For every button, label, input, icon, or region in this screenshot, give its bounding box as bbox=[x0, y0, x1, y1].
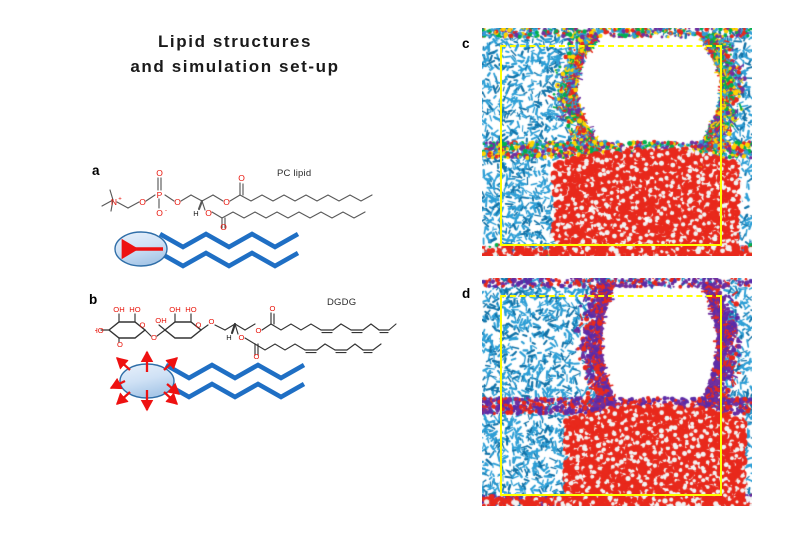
atom-label-h: H bbox=[193, 209, 198, 218]
atom-label-o-sn1-b: O bbox=[256, 326, 262, 335]
atom-label-o-ring1: O bbox=[117, 340, 123, 349]
dgdg-structure-svg: OH HO HO O O O OH HO OH O O O O O O H bbox=[95, 304, 397, 361]
radial-arrow-sw bbox=[115, 391, 131, 405]
panel-c-canvas bbox=[482, 28, 752, 256]
pc-tail-lower bbox=[158, 250, 300, 269]
atom-label-o-sn2: O bbox=[205, 208, 212, 218]
panel-c-md-snapshot bbox=[482, 28, 752, 256]
atom-label-o-double: O bbox=[156, 168, 163, 178]
dgdg-schematic-svg bbox=[109, 350, 306, 412]
svg-text:+: + bbox=[118, 197, 122, 203]
atom-label-o-carbonyl1-b: O bbox=[270, 304, 276, 313]
atom-label-h-b: H bbox=[226, 333, 231, 342]
atom-label-o: O bbox=[139, 197, 146, 207]
atom-label-o-carbonyl2-b: O bbox=[254, 352, 260, 361]
atom-label-o-ring1b: O bbox=[140, 321, 146, 330]
dgdg-tail-upper bbox=[164, 362, 306, 381]
radial-arrow-w bbox=[109, 377, 126, 390]
atom-label-oh-3: OH bbox=[169, 305, 180, 314]
atom-label-o-sn2-b: O bbox=[239, 333, 245, 342]
panel-a: N + O P O O - O O O O O H bbox=[95, 160, 395, 275]
atom-label-o-link: O bbox=[209, 317, 215, 326]
panel-a-molecule-label: PC lipid bbox=[277, 168, 312, 179]
radial-arrow-se bbox=[163, 391, 179, 405]
atom-label-oh-1: OH bbox=[113, 305, 124, 314]
radial-arrow-ne bbox=[163, 357, 179, 371]
atom-label-o-ring2: O bbox=[196, 321, 202, 330]
radial-arrow-e bbox=[166, 382, 181, 395]
svg-text:-: - bbox=[165, 208, 167, 214]
dgdg-radial-arrow-group bbox=[109, 350, 181, 412]
panel-letter-c: c bbox=[462, 36, 470, 51]
atom-label-o-carbonyl2: O bbox=[220, 222, 227, 230]
figure-title-line-1: Lipid structures bbox=[157, 32, 313, 51]
panel-c-simulation-box bbox=[500, 45, 722, 246]
pc-lipid-structure-svg: N + O P O O - O O O O O H bbox=[101, 168, 373, 230]
atom-label-oh-4: HO bbox=[185, 305, 196, 314]
panel-letter-d: d bbox=[462, 286, 471, 301]
panel-b: OH HO HO O O O OH HO OH O O O O O O H bbox=[95, 292, 405, 412]
pc-tail-upper bbox=[158, 231, 300, 250]
panel-b-molecule-label: DGDG bbox=[327, 297, 357, 308]
panel-d-md-snapshot bbox=[482, 278, 752, 506]
atom-label-p: P bbox=[157, 190, 163, 200]
atom-label-o-ester: O bbox=[174, 197, 181, 207]
panel-d-canvas bbox=[482, 278, 752, 506]
figure-title-line-2: and simulation set-up bbox=[130, 56, 340, 76]
radial-arrow-nw bbox=[115, 357, 131, 371]
panel-letter-a: a bbox=[92, 163, 100, 178]
panel-letter-b: b bbox=[89, 292, 98, 307]
pc-lipid-schematic-svg bbox=[114, 231, 300, 269]
atom-label-n: N bbox=[111, 197, 117, 207]
atom-label-oh-5: OH bbox=[155, 316, 166, 325]
atom-label-ho-1: HO bbox=[95, 326, 104, 335]
atom-label-o-carbonyl1: O bbox=[238, 173, 245, 183]
panel-d-simulation-box bbox=[500, 295, 722, 496]
figure-title: Lipid structures and simulation set-up bbox=[60, 30, 410, 79]
atom-label-oh-2: HO bbox=[129, 305, 140, 314]
atom-label-o-glycosidic: O bbox=[151, 333, 157, 342]
atom-label-o-minus: O bbox=[156, 208, 163, 218]
atom-label-o-sn1: O bbox=[223, 197, 230, 207]
dgdg-tail-lower bbox=[164, 381, 306, 400]
